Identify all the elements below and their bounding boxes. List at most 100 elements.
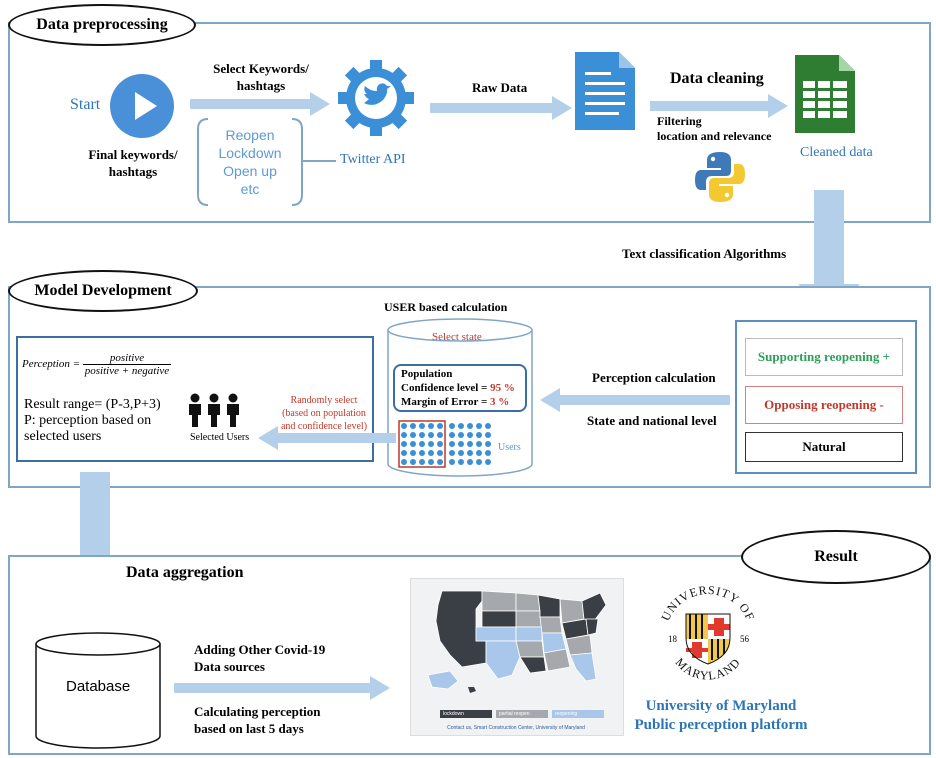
perception-calc-label: Perception calculation [592, 370, 716, 385]
user-dot [485, 459, 491, 465]
keywords-connector [302, 160, 336, 162]
selected-users-label: Selected Users [190, 432, 250, 443]
population-box [393, 364, 527, 412]
user-dot [437, 450, 443, 456]
user-dot [419, 459, 425, 465]
arrow-to-cylinder [540, 388, 730, 412]
user-dot [467, 441, 473, 447]
user-calc-title: USER based calculation [384, 300, 508, 314]
users-label: Users [498, 442, 521, 453]
user-dot [419, 432, 425, 438]
user-dot [401, 441, 407, 447]
user-dot [449, 441, 455, 447]
user-dot [476, 441, 482, 447]
twitter-api-label: Twitter API [340, 152, 406, 167]
user-dot [419, 450, 425, 456]
select-keywords-label: Select Keywords/ hashtags [213, 61, 309, 93]
user-dot [428, 450, 434, 456]
umd-platform-label: University of Maryland Public perception… [634, 698, 808, 733]
user-dot [419, 423, 425, 429]
user-dot [485, 441, 491, 447]
umd-seal: UNIVERSITY OF MARYLAND 18 56 [658, 583, 756, 683]
user-dot [485, 423, 491, 429]
cleaned-data-label: Cleaned data [800, 145, 873, 160]
user-dot [458, 441, 464, 447]
start-label: Start [70, 96, 101, 113]
user-dot [437, 459, 443, 465]
randomly-select-label: Randomly select (based on population and… [280, 395, 368, 432]
user-dot [449, 450, 455, 456]
user-dot [458, 450, 464, 456]
user-dot [437, 432, 443, 438]
aggregation-title: Data aggregation [126, 564, 244, 581]
users-dot-grid [398, 420, 491, 468]
people-icon [186, 393, 242, 427]
python-icon [693, 150, 747, 204]
user-dot [401, 432, 407, 438]
user-dot [458, 459, 464, 465]
user-dot [485, 432, 491, 438]
data-cleaning-label: Data cleaning [670, 70, 764, 87]
database-icon [35, 632, 161, 749]
user-dot [476, 432, 482, 438]
arrow-to-cleaned [650, 94, 788, 118]
user-dot [449, 459, 455, 465]
legend-lockdown: lockdown [440, 710, 492, 718]
keywords-list: Reopen Lockdown Open up etc [218, 127, 282, 197]
user-dot [428, 432, 434, 438]
user-dot [410, 459, 416, 465]
legend-reopening: reopening [552, 710, 604, 718]
user-dot [485, 450, 491, 456]
user-dot [449, 432, 455, 438]
filtering-label: Filtering location and relevance [657, 114, 772, 143]
us-map [427, 590, 607, 693]
opposing-box: Opposing reopening - [745, 386, 903, 424]
supporting-box: Supporting reopening + [745, 338, 903, 376]
result-range-text: Result range= (P-3,P+3) P: perception ba… [24, 397, 161, 444]
calculating-label: Calculating perception based on last 5 d… [194, 704, 321, 736]
user-dot [467, 459, 473, 465]
svg-text:18: 18 [668, 634, 678, 644]
user-dot [410, 423, 416, 429]
twitter-gear-icon[interactable] [336, 58, 416, 138]
user-dot [437, 441, 443, 447]
user-dot [449, 423, 455, 429]
user-dot [467, 450, 473, 456]
user-dot [458, 432, 464, 438]
play-icon[interactable] [110, 74, 174, 138]
legend-partial: partial reopen [496, 710, 548, 718]
map-footer: Contact us, Smart Construction Center, U… [447, 725, 585, 731]
arrow-to-rawdata [430, 96, 572, 120]
spreadsheet-icon[interactable] [795, 55, 855, 133]
keywords-brace [197, 118, 303, 206]
user-dot [401, 423, 407, 429]
user-dot [428, 459, 434, 465]
user-dot [458, 423, 464, 429]
user-dot [419, 441, 425, 447]
result-tag: Result [741, 530, 931, 584]
document-icon[interactable] [575, 52, 635, 130]
arrow-to-map [174, 676, 390, 700]
final-keywords-label: Final keywords/ hashtags [88, 147, 178, 179]
arrow-to-twitter [190, 92, 330, 116]
user-dot [401, 459, 407, 465]
adding-sources-label: Adding Other Covid-19 Data sources [194, 642, 326, 674]
arrow-to-selected [258, 426, 396, 450]
user-dot [476, 423, 482, 429]
user-dot [467, 432, 473, 438]
user-dot [476, 459, 482, 465]
map-legend: lockdown partial reopen reopening [440, 710, 604, 718]
database-label: Database [66, 678, 131, 695]
natural-box: Natural [745, 432, 903, 462]
population-text: Population Confidence level = 95 % Margi… [401, 368, 515, 408]
user-dot [410, 432, 416, 438]
svg-text:56: 56 [740, 634, 750, 644]
model-tag: Model Development [8, 270, 198, 312]
user-dot [437, 423, 443, 429]
user-dot [467, 423, 473, 429]
user-dot [428, 441, 434, 447]
user-dot [401, 450, 407, 456]
text-classification-label: Text classification Algorithms [622, 246, 787, 261]
preprocessing-tag: Data preprocessing [8, 4, 196, 46]
